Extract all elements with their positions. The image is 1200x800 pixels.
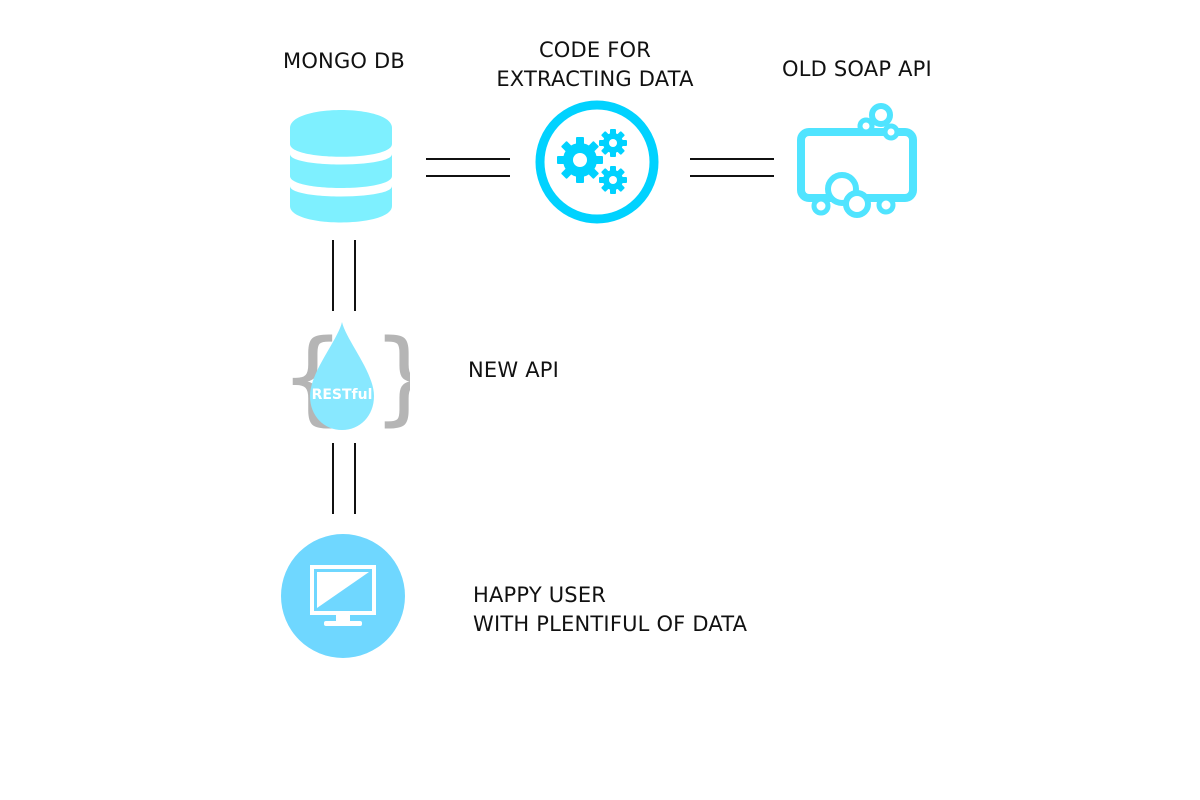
code-node — [533, 98, 661, 226]
mongo-db-label: MONGO DB — [283, 49, 406, 73]
soap-api-node — [795, 100, 920, 222]
new-api-node: { } RESTful — [280, 320, 410, 432]
soap-icon — [797, 103, 917, 218]
monitor-icon — [281, 534, 405, 658]
happy-user-label: HAPPY USER WITH PLENTIFUL OF DATA — [473, 581, 747, 639]
connector-code-soap — [690, 158, 774, 177]
code-label-line1: CODE FOR — [538, 38, 652, 62]
database-icon — [290, 110, 392, 223]
happy-user-node — [279, 533, 407, 659]
restful-badge: RESTful — [312, 387, 373, 403]
happy-user-label-line2: WITH PLENTIFUL OF DATA — [473, 612, 748, 636]
mongo-db-node — [285, 106, 397, 228]
soap-api-label: OLD SOAP API — [782, 57, 932, 81]
connector-mongo-code — [426, 158, 510, 177]
connector-api-user — [332, 443, 356, 514]
connector-mongo-api — [332, 240, 356, 311]
right-brace-icon: } — [372, 320, 410, 432]
restful-drop-icon: { } RESTful — [280, 320, 410, 432]
code-label: CODE FOR EXTRACTING DATA — [470, 36, 720, 94]
code-label-line2: EXTRACTING DATA — [496, 67, 694, 91]
gears-icon — [535, 100, 659, 224]
new-api-label: NEW API — [468, 358, 560, 382]
happy-user-label-line1: HAPPY USER — [473, 583, 607, 607]
